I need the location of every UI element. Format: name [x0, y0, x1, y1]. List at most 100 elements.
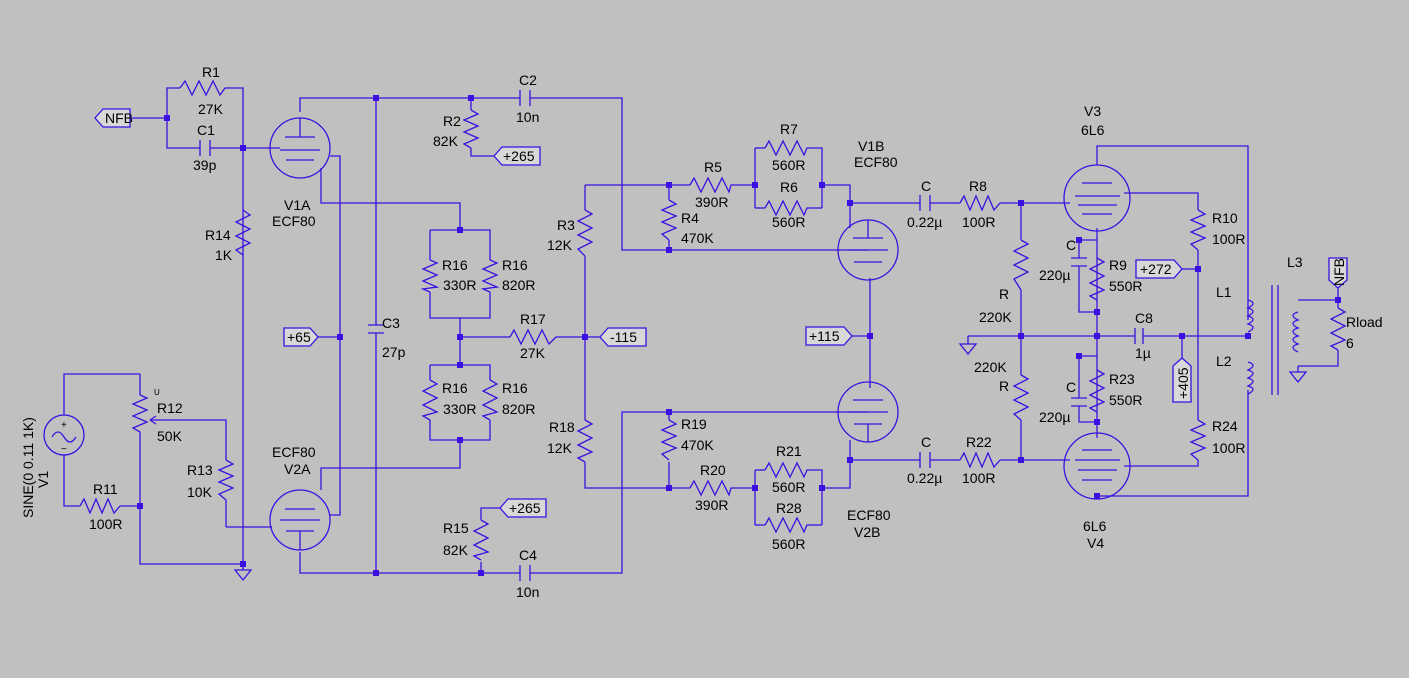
resistor-r16a-l	[420, 259, 440, 293]
coil-secondary	[1292, 311, 1300, 353]
wire-r21-out	[822, 440, 851, 489]
flag-65: +65	[283, 327, 319, 347]
junction	[240, 561, 246, 567]
label-r6-value: 560R	[772, 214, 805, 230]
wire-v2a-plate	[299, 552, 520, 574]
wire-r21-r	[812, 469, 823, 525]
flag-nfb-right: NFB	[1328, 257, 1348, 289]
svg-text:+65: +65	[287, 329, 311, 345]
label-c-bot-value: 0.22µ	[907, 470, 942, 486]
label-v1a-value: ECF80	[272, 213, 316, 229]
label-r-top-id: R	[999, 286, 1009, 302]
resistor-r1	[179, 79, 230, 97]
label-r1-id: R1	[202, 64, 220, 80]
resistor-r28	[764, 516, 812, 534]
resistor-r21	[764, 461, 812, 479]
label-v2b-value: ECF80	[847, 507, 891, 523]
label-c9-value: 220µ	[1039, 267, 1070, 283]
junctions	[137, 95, 1341, 576]
label-r13-id: R13	[187, 462, 213, 478]
capacitor-c-top	[919, 195, 931, 211]
label-r13-value: 10K	[187, 484, 213, 500]
label-rload-value: 6	[1346, 335, 1354, 351]
junction	[1018, 200, 1024, 206]
resistor-rload	[1329, 307, 1347, 351]
resistor-r20	[689, 479, 735, 497]
flag-265-bottom: +265	[499, 498, 547, 518]
wire-sec-rb	[1298, 350, 1339, 367]
tubes	[269, 117, 1131, 551]
label-r4-value: 470K	[681, 230, 714, 246]
label-v4-id: V4	[1087, 535, 1104, 551]
resistors	[79, 79, 1347, 561]
label-c2-value: 10n	[516, 109, 539, 125]
label-c4-id: C4	[519, 547, 537, 563]
label-r16b-r-id: R16	[502, 380, 528, 396]
wire-c4-out	[530, 411, 868, 574]
resistor-r-top	[1012, 239, 1030, 291]
wire-c9b	[1078, 266, 1097, 313]
resistor-r13	[217, 459, 235, 501]
grounds	[233, 336, 1308, 582]
label-r15-id: R15	[443, 520, 469, 536]
label-r6-id: R6	[780, 179, 798, 195]
junction	[1094, 419, 1100, 425]
resistor-r12	[131, 394, 149, 438]
tube-v2b	[837, 381, 899, 443]
junction	[1094, 309, 1100, 315]
junction	[373, 570, 379, 576]
resistor-r5	[689, 176, 735, 194]
wire-top-bus	[299, 97, 520, 112]
resistor-r14	[234, 209, 252, 256]
label-c1-id: C1	[197, 122, 215, 138]
label-v2a-value: ECF80	[272, 444, 316, 460]
wire-r15-top	[480, 507, 500, 520]
label-r10-value: 100R	[1212, 231, 1245, 247]
junction	[582, 334, 588, 340]
junction	[457, 227, 463, 233]
wire-r2-out	[470, 148, 494, 157]
wire-r18-bot	[584, 462, 690, 489]
resistor-r2	[462, 109, 480, 149]
label-r19-id: R19	[681, 416, 707, 432]
resistor-r8	[959, 194, 1001, 212]
label-c-top-id: C	[921, 178, 931, 194]
wire-c1-left	[166, 118, 200, 149]
svg-text:NFB: NFB	[105, 110, 133, 126]
resistor-r10	[1189, 209, 1207, 251]
transformer-l3	[1246, 285, 1300, 395]
wire-sec-top	[1298, 288, 1339, 301]
label-r21-id: R21	[776, 443, 802, 459]
resistor-r11	[79, 497, 121, 515]
label-l3-id: L3	[1287, 254, 1303, 270]
flag-nfb-left: NFB	[94, 108, 133, 128]
label-r3-value: 12K	[547, 237, 573, 253]
junction	[1245, 333, 1251, 339]
label-l1-id: L1	[1216, 284, 1232, 300]
junction	[847, 457, 853, 463]
label-c3-value: 27p	[382, 344, 406, 360]
junction	[137, 503, 143, 509]
label-v1b-id: V1B	[858, 138, 884, 154]
label-v2a-id: V2A	[284, 461, 311, 477]
label-r12-value: 50K	[157, 428, 183, 444]
svg-text:+115: +115	[809, 328, 840, 344]
resistor-r16b-r	[481, 379, 499, 421]
label-r-bot-value: 220K	[974, 359, 1007, 375]
label-v3-id: V3	[1084, 103, 1101, 119]
wire-r7-r	[812, 147, 823, 208]
label-r4-id: R4	[681, 210, 699, 226]
capacitors	[199, 90, 1144, 581]
label-r28-id: R28	[776, 500, 802, 516]
junction	[1179, 333, 1185, 339]
label-r14-id: R14	[205, 227, 231, 243]
junction	[337, 334, 343, 340]
label-r7-value: 560R	[772, 157, 805, 173]
svg-text:−: −	[61, 444, 67, 455]
junction	[457, 334, 463, 340]
label-c1-value: 39p	[193, 157, 217, 173]
label-c8-value: 1µ	[1135, 345, 1151, 361]
label-r2-id: R2	[443, 113, 461, 129]
resistor-r4	[660, 199, 678, 241]
